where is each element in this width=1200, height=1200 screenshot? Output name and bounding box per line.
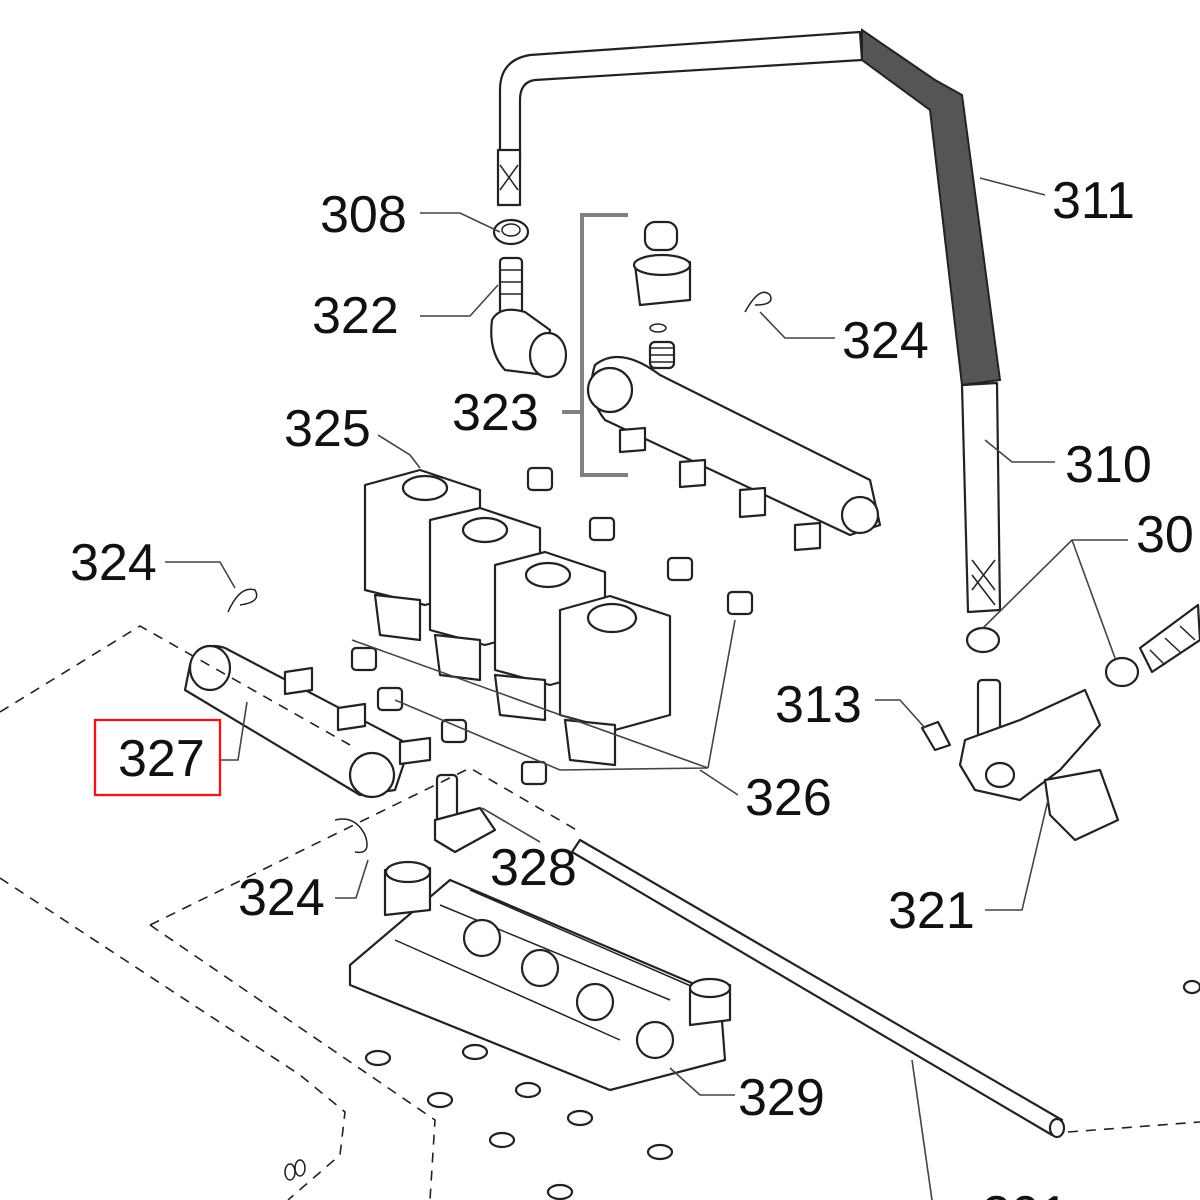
label-328[interactable]: 328: [490, 839, 577, 897]
label-321[interactable]: 321: [888, 882, 975, 940]
tray-329[interactable]: [348, 860, 732, 1092]
screws-bottom[interactable]: [284, 979, 1200, 1200]
clip-324-left[interactable]: [227, 588, 258, 613]
springs-325[interactable]: [350, 466, 754, 786]
leader-lines: [165, 177, 1128, 1200]
clamp-308[interactable]: [492, 218, 530, 246]
dashed-outlines: [0, 625, 1200, 1200]
clip-324-top[interactable]: [744, 291, 772, 313]
solenoid-valves-326[interactable]: [363, 468, 672, 767]
clip-324-lower[interactable]: [334, 818, 368, 854]
manifold-327[interactable]: [183, 644, 432, 799]
label-327[interactable]: 327: [118, 730, 205, 788]
label-324-top[interactable]: 324: [842, 312, 929, 370]
screw-313[interactable]: [920, 720, 952, 752]
elbow-connector-322[interactable]: [490, 256, 568, 379]
hose-310-311[interactable]: [496, 28, 1002, 614]
t-connector-321[interactable]: [958, 678, 1120, 842]
elbow-328[interactable]: [433, 773, 497, 854]
label-310[interactable]: 310: [1065, 436, 1152, 494]
label-329[interactable]: 329: [738, 1069, 825, 1127]
label-324-lower[interactable]: 324: [238, 869, 325, 927]
highlight-box-327: [93, 718, 222, 797]
label-313[interactable]: 313: [775, 676, 862, 734]
label-323[interactable]: 323: [452, 384, 539, 442]
valve-assembly-323[interactable]: [586, 220, 882, 552]
label-301[interactable]: 301: [982, 1186, 1069, 1200]
label-325[interactable]: 325: [284, 400, 371, 458]
label-30x[interactable]: 30: [1136, 506, 1194, 564]
label-324-left[interactable]: 324: [70, 534, 157, 592]
bracket-323: [562, 213, 628, 477]
label-322[interactable]: 322: [312, 287, 399, 345]
clamps-30x[interactable]: [965, 603, 1200, 688]
rod-301[interactable]: [570, 838, 1066, 1139]
label-326[interactable]: 326: [745, 769, 832, 827]
label-311[interactable]: 311: [1052, 172, 1135, 230]
label-308[interactable]: 308: [320, 186, 407, 244]
